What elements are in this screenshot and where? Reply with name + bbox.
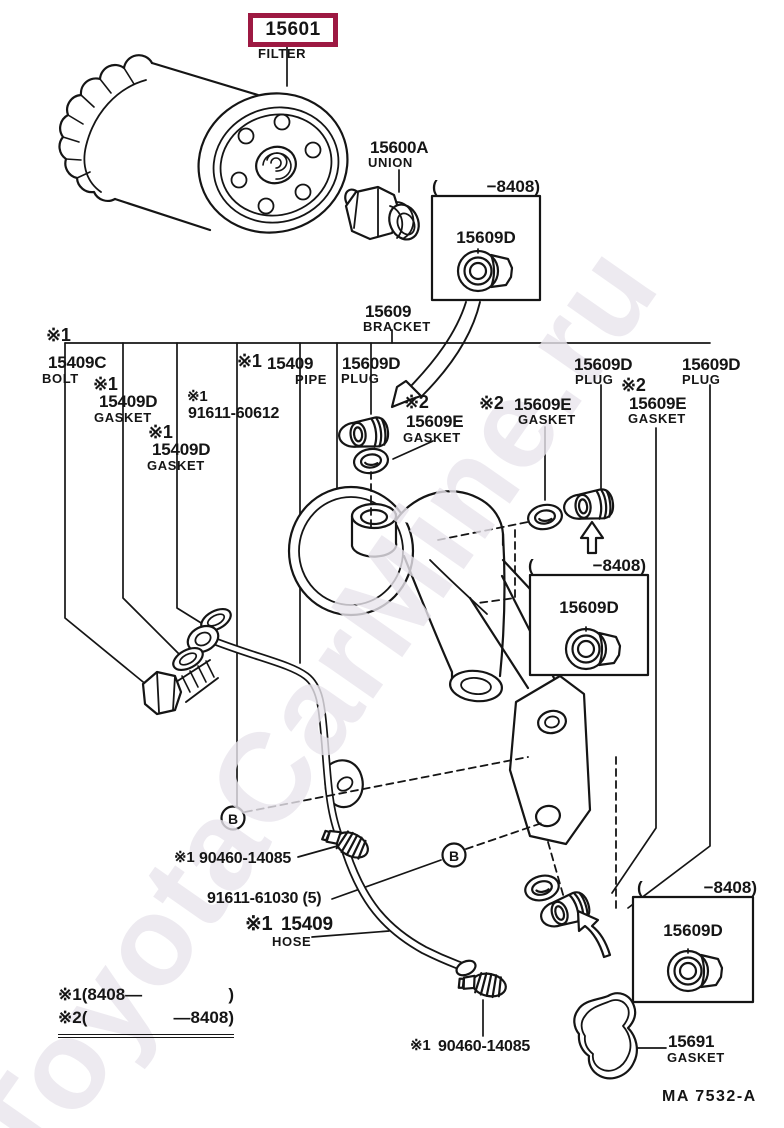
gasket-lower-name-label: GASKET — [147, 458, 205, 473]
dashed-lines — [244, 471, 617, 913]
legend-row1-right: ) — [228, 985, 234, 1004]
gasket-lower-ref-mark: ※1 — [148, 422, 173, 442]
cooler-gasket-drawing — [573, 992, 638, 1080]
plug-left-name-label: PLUG — [341, 371, 380, 386]
legend-row-2: ※2( —8408) — [58, 1007, 234, 1030]
pipe-drawing — [172, 607, 343, 840]
arrow-head-icon — [390, 379, 423, 409]
gasket-e3-name-label: GASKET — [628, 411, 686, 426]
gasket-e2-ref-mark: ※2 — [479, 393, 504, 413]
union-name-label: UNION — [368, 155, 413, 170]
clamp-upper-number-label[interactable]: 90460-14085 — [199, 850, 292, 867]
callout2-open-paren: ( — [528, 556, 534, 575]
bolt-ref-mark: ※1 — [46, 325, 71, 345]
callout2-period-text: −8408) — [592, 556, 646, 575]
bolt-number-label[interactable]: 15409C — [48, 353, 107, 372]
plug-mid-name-label: PLUG — [575, 372, 614, 387]
bolt-drawing — [141, 659, 219, 716]
hose-bolt-number-label[interactable]: 91611-61030 (5) — [207, 890, 322, 907]
callout2-plug-number[interactable]: 15609D — [559, 598, 619, 617]
pipe-number-label[interactable]: 15409 — [267, 354, 314, 373]
hose-name-label: HOSE — [272, 934, 312, 949]
callout1-period-text: −8408) — [486, 177, 540, 196]
curved-arrow-icon — [576, 909, 612, 959]
callout1-period: ( −8408) — [432, 177, 540, 197]
hose-ref-mark: ※1 — [245, 913, 273, 935]
plug-right-name-label: PLUG — [682, 372, 721, 387]
callout1-open-paren: ( — [432, 177, 438, 196]
callout1-plug-number[interactable]: 15609D — [456, 228, 516, 247]
gasket-e1-number-label[interactable]: 15609E — [406, 412, 464, 431]
filter-name-label: FILTER — [258, 46, 307, 61]
legend-row1-left: ※1(8408— — [58, 985, 143, 1004]
marker-b2-letter: B — [449, 848, 459, 864]
plug-left-number-label[interactable]: 15609D — [342, 354, 401, 373]
gasket-e2-number-label[interactable]: 15609E — [514, 395, 572, 414]
bracket-drawing — [287, 485, 592, 846]
plug-mid-number-label[interactable]: 15609D — [574, 355, 633, 374]
plug-right-number-label[interactable]: 15609D — [682, 355, 741, 374]
callout2-period: ( −8408) — [528, 556, 646, 576]
drawing-code: MA 7532-A — [662, 1088, 757, 1105]
gasket-e2-name-label: GASKET — [518, 412, 576, 427]
gasket-upper-ref-mark: ※1 — [93, 374, 118, 394]
bracket-number-label[interactable]: 15609 — [365, 302, 412, 321]
hose-drawing — [341, 847, 477, 977]
gasket-e1-name-label: GASKET — [403, 430, 461, 445]
bracket-name-label: BRACKET — [363, 319, 431, 334]
clamp-upper-ref-mark: ※1 — [174, 849, 195, 866]
gasket-e1-ref-mark: ※2 — [404, 392, 429, 412]
callout3-period-text: −8408) — [703, 878, 757, 897]
legend-row2-left: ※2( — [58, 1007, 88, 1027]
clamp-lower-number-label[interactable]: 90460-14085 — [438, 1038, 531, 1055]
gasket-e3-number-label[interactable]: 15609E — [629, 394, 687, 413]
callout3-plug-number[interactable]: 15609D — [663, 921, 723, 940]
leader-lines — [64, 45, 711, 1049]
gasket-upper-name-label: GASKET — [94, 410, 152, 425]
cooler-gasket-name-label: GASKET — [667, 1050, 725, 1065]
plug-label-ticks — [477, 248, 689, 954]
union-bolt-ref-mark: ※1 — [187, 388, 208, 405]
legend-period-table: ※1(8408— ) ※2( —8408) — [58, 984, 234, 1038]
cooler-gasket-number-label[interactable]: 15691 — [668, 1032, 715, 1051]
legend-row2-right: —8408) — [173, 1007, 234, 1027]
callout3-period: ( −8408) — [637, 878, 757, 898]
marker-b2: B — [441, 842, 467, 868]
assembly-arrows — [390, 301, 612, 959]
highlighted-part-number[interactable]: 15601 — [248, 13, 338, 47]
union-bolt-number-label[interactable]: 91611-60612 — [188, 405, 280, 422]
gasket-lower-number-label[interactable]: 15409D — [152, 440, 211, 459]
legend-row-1: ※1(8408— ) — [58, 984, 234, 1007]
oil-filter-drawing — [58, 54, 349, 234]
pipe-ref-mark: ※1 — [237, 351, 262, 371]
union-number-label[interactable]: 15600A — [370, 138, 429, 157]
bolt-name-label: BOLT — [42, 371, 79, 386]
up-arrow-icon — [579, 520, 605, 555]
union-drawing — [344, 185, 420, 241]
gasket-upper-number-label[interactable]: 15409D — [99, 392, 158, 411]
marker-b1-letter: B — [228, 811, 238, 827]
hose-number-label[interactable]: 15409 — [281, 914, 333, 935]
callout3-open-paren: ( — [637, 878, 643, 897]
pipe-name-label: PIPE — [295, 372, 328, 387]
marker-b1: B — [220, 805, 246, 831]
gasket-e3-ref-mark: ※2 — [621, 375, 646, 395]
clamp-lower-ref-mark: ※1 — [410, 1037, 431, 1054]
